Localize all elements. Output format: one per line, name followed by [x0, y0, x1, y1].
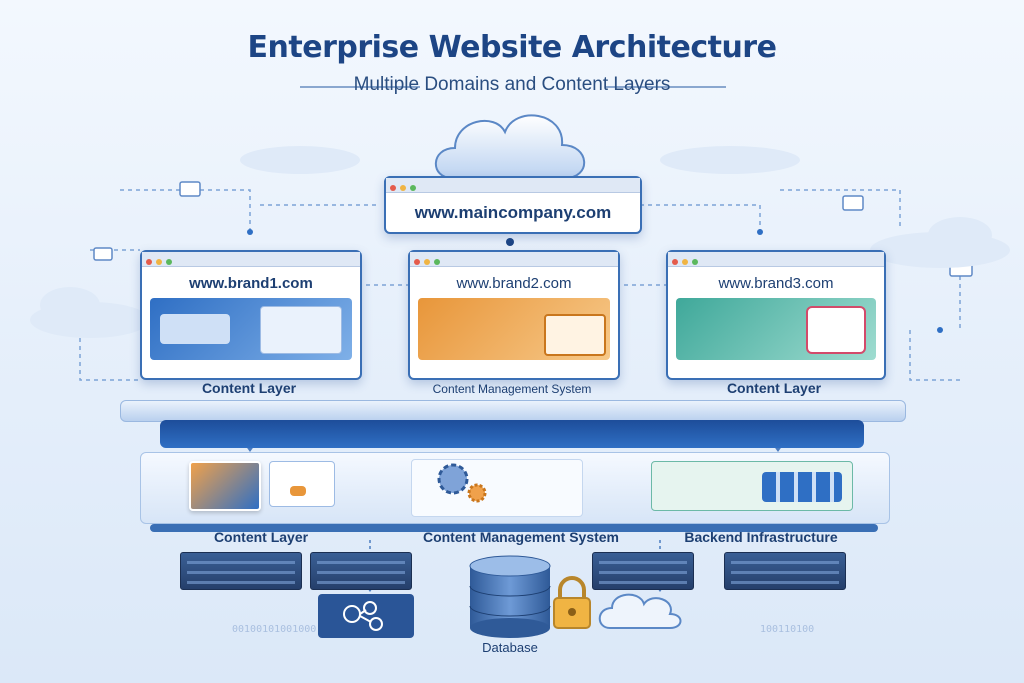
- grid-cells: [762, 472, 842, 502]
- network-icon: [318, 594, 414, 638]
- image-icon: [189, 461, 261, 511]
- subtitle-rule-right: [606, 86, 726, 88]
- middle-label-backend: Backend Infrastructure: [684, 529, 838, 545]
- brand1-window[interactable]: www.brand1.com: [140, 250, 362, 380]
- main-site-window[interactable]: www.maincompany.com: [384, 176, 642, 234]
- cart-icon: [806, 306, 866, 354]
- brand2-window[interactable]: www.brand2.com: [408, 250, 620, 380]
- video-icon: [269, 461, 335, 507]
- article-icon: [260, 306, 342, 354]
- brand3-caption: Content Layer: [726, 380, 822, 396]
- presentation-icon: [544, 314, 606, 356]
- page-title: Enterprise Website Architecture: [247, 30, 777, 65]
- brand2-url[interactable]: www.brand2.com: [456, 275, 572, 292]
- brand1-caption: Content Layer: [201, 380, 297, 396]
- binary-text-right: 100110100: [760, 624, 815, 635]
- network-nodes: [343, 601, 383, 631]
- gear-icon: [437, 463, 487, 503]
- browser-bar: [410, 252, 618, 267]
- server-rack: [724, 552, 846, 590]
- brand2-banner: [418, 298, 610, 360]
- browser-bar: [386, 178, 640, 193]
- server-rack: [592, 552, 694, 590]
- middle-label-content: Content Layer: [213, 529, 309, 545]
- spreadsheet-icon: [651, 461, 853, 511]
- content-platform-edge: [160, 420, 864, 448]
- brand3-window[interactable]: www.brand3.com: [666, 250, 886, 380]
- browser-bar: [142, 252, 360, 267]
- lock-icon: [553, 576, 591, 629]
- middle-layer-slab: Content Layer Content Management System …: [140, 452, 890, 545]
- brand2-caption: Content Management System: [432, 382, 592, 396]
- binary-text-left: 00100101001000: [232, 624, 317, 635]
- brand3-url[interactable]: www.brand3.com: [718, 275, 834, 292]
- brand3-banner: [676, 298, 876, 360]
- browser-bar: [668, 252, 884, 267]
- cms-document: [411, 459, 583, 517]
- subtitle-rule-left: [300, 86, 420, 88]
- brand1-banner: [150, 298, 352, 360]
- play-icon: [290, 486, 306, 496]
- middle-label-cms: Content Management System: [422, 529, 620, 545]
- brand1-url[interactable]: www.brand1.com: [189, 275, 313, 292]
- page-subtitle: Multiple Domains and Content Layers: [353, 74, 671, 95]
- database-label: Database: [482, 640, 538, 655]
- middle-layer-edge: [150, 524, 878, 532]
- server-rack: [310, 552, 412, 590]
- server-rack: [180, 552, 302, 590]
- main-site-url[interactable]: www.maincompany.com: [414, 203, 612, 222]
- image-icon: [160, 314, 230, 344]
